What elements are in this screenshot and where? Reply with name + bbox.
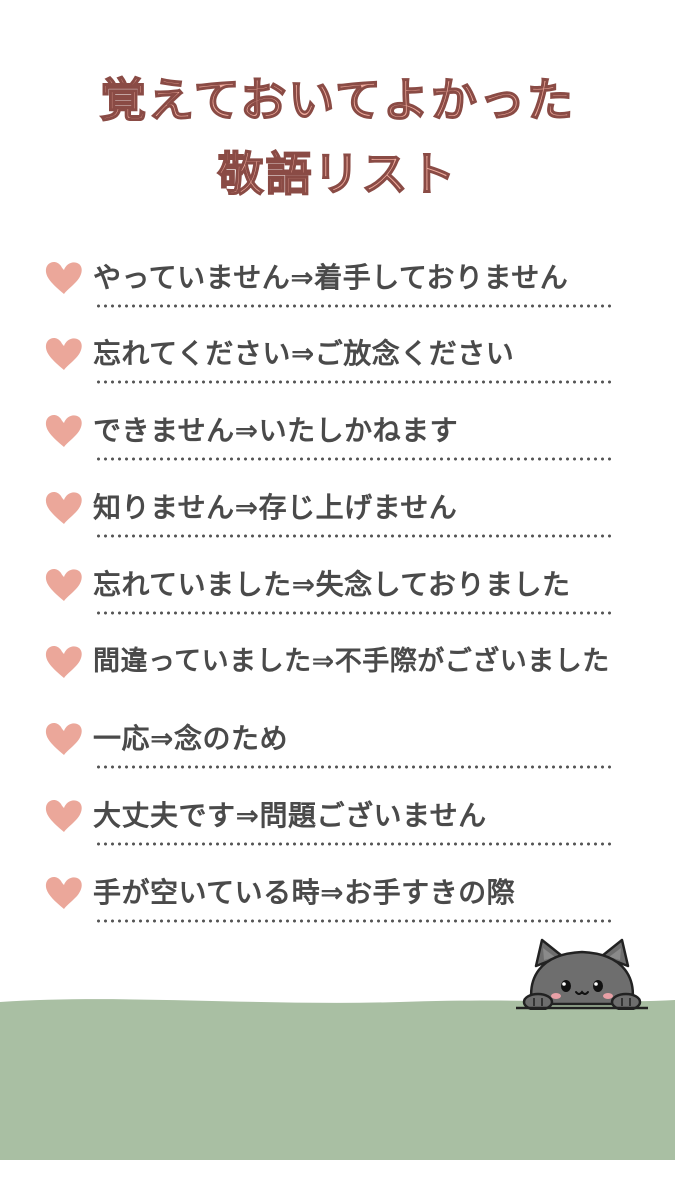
list-item: 大丈夫です⇒問題ございません xyxy=(0,790,675,860)
heart-icon xyxy=(45,723,82,755)
item-text: 一応⇒念のため xyxy=(93,722,288,755)
green-ground xyxy=(0,999,675,1160)
list-item: 知りません⇒存じ上げません xyxy=(0,482,675,552)
item-text: 忘れていました⇒失念しておりました xyxy=(93,568,571,601)
dotted-divider xyxy=(95,842,615,846)
heart-icon xyxy=(45,262,82,294)
dotted-divider xyxy=(95,765,615,769)
title-line-2: 敬語リスト xyxy=(217,146,458,202)
heart-icon xyxy=(45,800,82,832)
list-item: できません⇒いたしかねます xyxy=(0,405,675,475)
item-text: 手が空いている時⇒お手すきの際 xyxy=(93,876,516,909)
heart-icon xyxy=(45,415,82,447)
dotted-divider xyxy=(95,611,615,615)
title-line-1: 覚えておいてよかった xyxy=(99,72,575,128)
list-item: やっていません⇒着手しておりません xyxy=(0,252,675,322)
dotted-divider xyxy=(95,457,615,461)
heart-icon xyxy=(45,338,82,370)
heart-icon xyxy=(45,646,82,678)
list-item: 手が空いている時⇒お手すきの際 xyxy=(0,867,675,937)
heart-icon xyxy=(45,492,82,524)
item-text: 知りません⇒存じ上げません xyxy=(93,491,458,524)
list-item: 忘れてください⇒ご放念ください xyxy=(0,328,675,398)
dotted-divider xyxy=(95,380,615,384)
item-text: 忘れてください⇒ご放念ください xyxy=(93,337,515,370)
dotted-divider xyxy=(95,304,615,308)
item-text: できません⇒いたしかねます xyxy=(93,414,459,447)
list-item: 忘れていました⇒失念しておりました xyxy=(0,559,675,629)
dotted-divider xyxy=(95,534,615,538)
dotted-divider xyxy=(95,919,615,923)
cat-icon xyxy=(516,938,648,1010)
list-item: 間違っていました⇒不手際がございました xyxy=(0,636,675,706)
list-item: 一応⇒念のため xyxy=(0,713,675,783)
heart-icon xyxy=(45,569,82,601)
item-text: 大丈夫です⇒問題ございません xyxy=(93,799,487,832)
heart-icon xyxy=(45,877,82,909)
item-text: やっていません⇒着手しておりません xyxy=(93,261,569,294)
item-text: 間違っていました⇒不手際がございました xyxy=(93,646,610,677)
